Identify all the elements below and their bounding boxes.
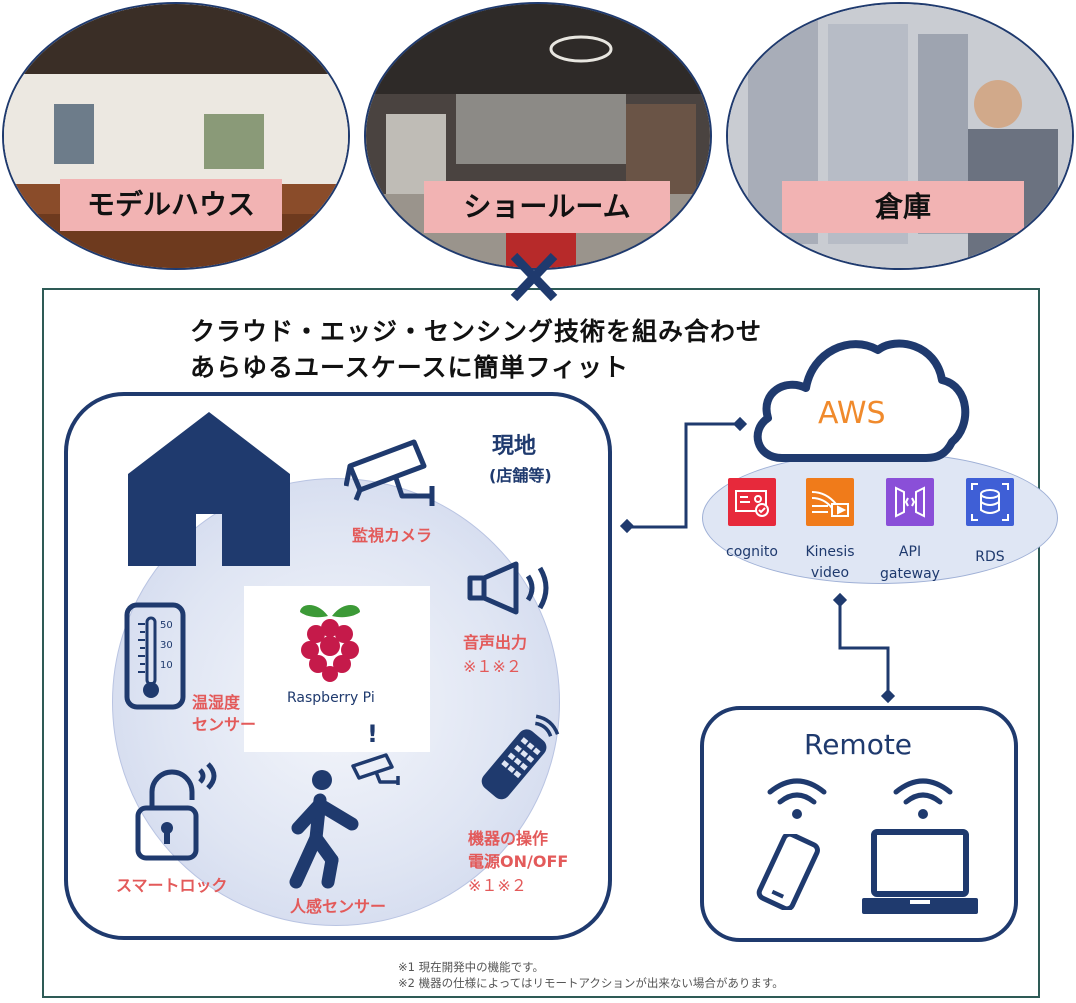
laptop-icon — [862, 829, 978, 914]
aws-title: AWS — [818, 396, 886, 431]
cross-icon — [510, 252, 558, 302]
venue-warehouse: 倉庫 — [726, 2, 1074, 270]
api-gateway-label-1: API — [898, 544, 922, 560]
speaker-icon — [467, 561, 549, 615]
thermo-tick-30: 30 — [160, 640, 173, 651]
kinesis-video-icon — [806, 478, 854, 526]
speaker-label: 音声出力 — [463, 633, 528, 652]
footnote-2: ※2 機器の仕様によってはリモートアクションが出来ない場合があります。 — [398, 976, 784, 990]
thermometer-icon: 50 30 10 — [124, 602, 186, 710]
walking-person-icon — [289, 770, 359, 889]
venue-label-model-house: モデルハウス — [60, 179, 282, 231]
kinesis-label-1: Kinesis — [805, 544, 855, 560]
cognito-icon — [728, 478, 776, 526]
smart-lock-label: スマートロック — [116, 876, 228, 895]
small-camera-icon — [351, 753, 400, 785]
rds-icon — [966, 478, 1014, 526]
alert-mark: ! — [367, 720, 378, 748]
site-subtitle: (店舗等) — [489, 466, 552, 485]
house-icon — [128, 412, 290, 566]
remote-control-icon — [481, 714, 560, 800]
smart-lock-icon — [135, 762, 217, 861]
wifi-icon-laptop — [893, 778, 953, 819]
human-sensor-label: 人感センサー — [290, 897, 387, 916]
camera-label: 監視カメラ — [352, 526, 433, 545]
speaker-note: ※１※２ — [463, 657, 522, 676]
thermo-tick-50: 50 — [160, 620, 173, 631]
kinesis-label-2: video — [810, 565, 850, 581]
site-box — [64, 392, 612, 940]
venue-showroom: ショールーム — [364, 2, 712, 270]
raspberry-pi-icon — [300, 605, 360, 682]
venue-model-house: モデルハウス — [2, 2, 350, 270]
rds-label: RDS — [975, 549, 1005, 565]
headline-line2: あらゆるユースケースに簡単フィット — [190, 353, 630, 382]
remote-note: ※１※２ — [468, 876, 527, 895]
venue-label-showroom: ショールーム — [424, 181, 670, 233]
thermo-label-2: センサー — [192, 715, 257, 734]
site-title: 現地 — [492, 434, 537, 459]
cognito-label: cognito — [726, 544, 778, 560]
remote-label-1: 機器の操作 — [468, 829, 549, 848]
remote-label-2: 電源ON/OFF — [468, 852, 569, 871]
thermo-tick-10: 10 — [160, 660, 173, 671]
raspberry-pi-label: Raspberry Pi — [287, 690, 375, 706]
api-gateway-label-2: gateway — [880, 566, 940, 582]
remote-box — [700, 706, 1018, 942]
remote-title: Remote — [804, 728, 913, 761]
footnote-1: ※1 現在開発中の機能です。 — [398, 960, 544, 974]
security-camera-icon — [344, 439, 435, 506]
smartphone-icon — [756, 834, 820, 910]
api-gateway-icon — [886, 478, 934, 526]
venue-label-warehouse: 倉庫 — [782, 181, 1024, 233]
wifi-icon-phone — [767, 778, 827, 819]
headline-line1: クラウド・エッジ・センシング技術を組み合わせ — [190, 317, 763, 346]
thermo-label-1: 温湿度 — [192, 693, 241, 712]
cloud-icon — [753, 339, 970, 462]
